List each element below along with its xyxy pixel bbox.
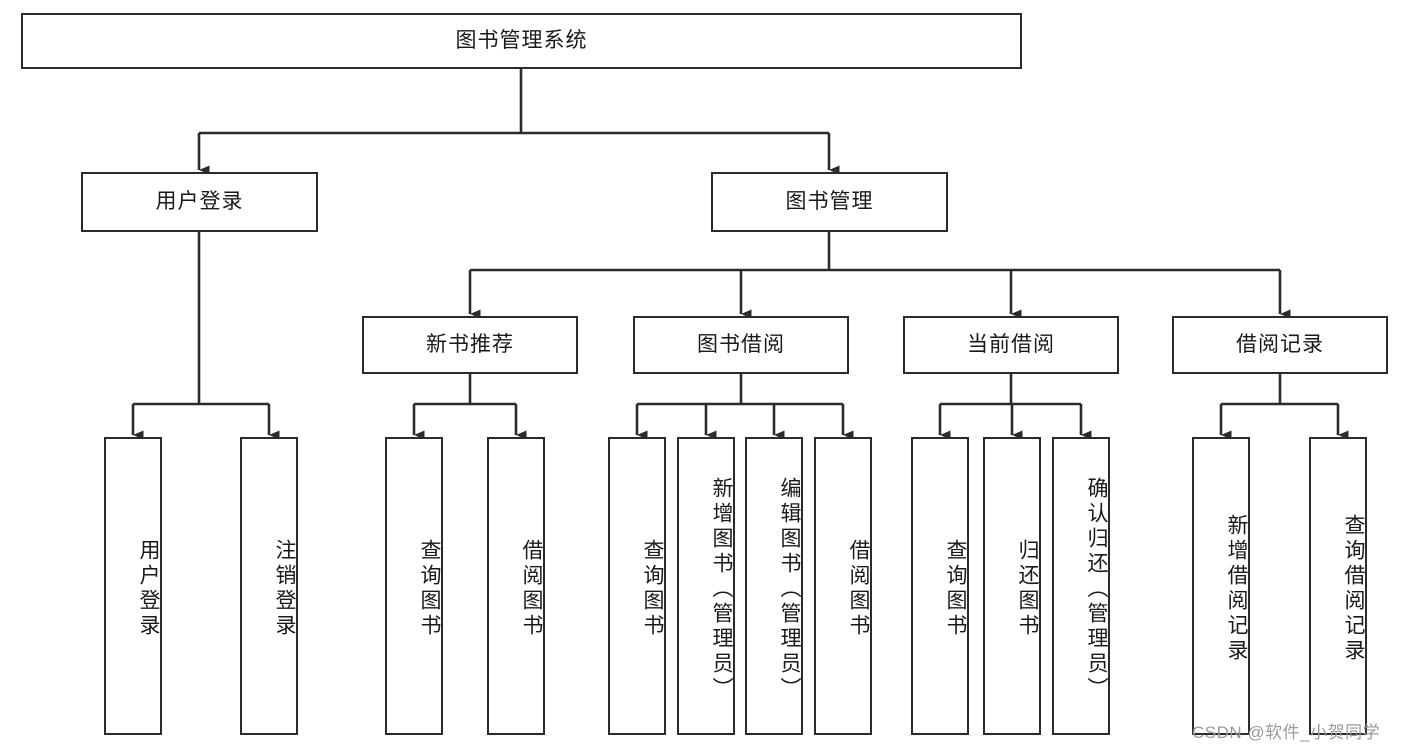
node-label: 确认归还（管理员） (1085, 476, 1108, 702)
node-leaf-add-record[interactable]: 新增借阅记录 (1192, 437, 1250, 735)
node-leaf-return-book[interactable]: 归还图书 (983, 437, 1041, 735)
node-label: 查询借阅记录 (1342, 514, 1365, 664)
node-root[interactable]: 图书管理系统 (21, 13, 1022, 69)
node-label: 用户登录 (137, 539, 160, 639)
node-leaf-borrow-book-1[interactable]: 借阅图书 (487, 437, 545, 735)
node-label: 查询图书 (418, 539, 441, 639)
node-leaf-query-book-2[interactable]: 查询图书 (608, 437, 666, 735)
node-leaf-edit-book[interactable]: 编辑图书（管理员） (745, 437, 803, 735)
node-leaf-add-book[interactable]: 新增图书（管理员） (677, 437, 735, 735)
node-label: 借阅图书 (520, 539, 543, 639)
node-label: 当前借阅 (967, 333, 1055, 357)
node-label: 图书借阅 (697, 333, 785, 357)
node-label: 新书推荐 (426, 333, 514, 357)
node-label: 图书管理系统 (455, 29, 588, 53)
node-leaf-query-book-1[interactable]: 查询图书 (385, 437, 443, 735)
node-label: 图书管理 (785, 190, 874, 214)
node-leaf-query-book-3[interactable]: 查询图书 (911, 437, 969, 735)
node-book-borrow[interactable]: 图书借阅 (633, 316, 849, 374)
node-borrow-record[interactable]: 借阅记录 (1172, 316, 1388, 374)
node-leaf-logout-login[interactable]: 注销登录 (240, 437, 298, 735)
node-leaf-confirm-return[interactable]: 确认归还（管理员） (1052, 437, 1110, 735)
node-label: 查询图书 (641, 539, 664, 639)
node-label: 编辑图书（管理员） (778, 476, 801, 702)
node-label: 新增图书（管理员） (710, 476, 733, 702)
node-label: 查询图书 (944, 539, 967, 639)
node-new-book-recommend[interactable]: 新书推荐 (362, 316, 578, 374)
node-leaf-borrow-book-2[interactable]: 借阅图书 (814, 437, 872, 735)
node-label: 注销登录 (273, 539, 296, 639)
node-label: 借阅记录 (1236, 333, 1324, 357)
node-label: 归还图书 (1016, 539, 1039, 639)
connector-lines (131, 69, 1349, 440)
node-user-login[interactable]: 用户登录 (81, 172, 318, 232)
node-leaf-user-login[interactable]: 用户登录 (104, 437, 162, 735)
node-leaf-query-record[interactable]: 查询借阅记录 (1309, 437, 1367, 735)
node-label: 借阅图书 (847, 539, 870, 639)
node-current-borrow[interactable]: 当前借阅 (903, 316, 1119, 374)
node-book-manage[interactable]: 图书管理 (711, 172, 948, 232)
node-label: 新增借阅记录 (1225, 514, 1248, 664)
node-label: 用户登录 (155, 190, 244, 214)
